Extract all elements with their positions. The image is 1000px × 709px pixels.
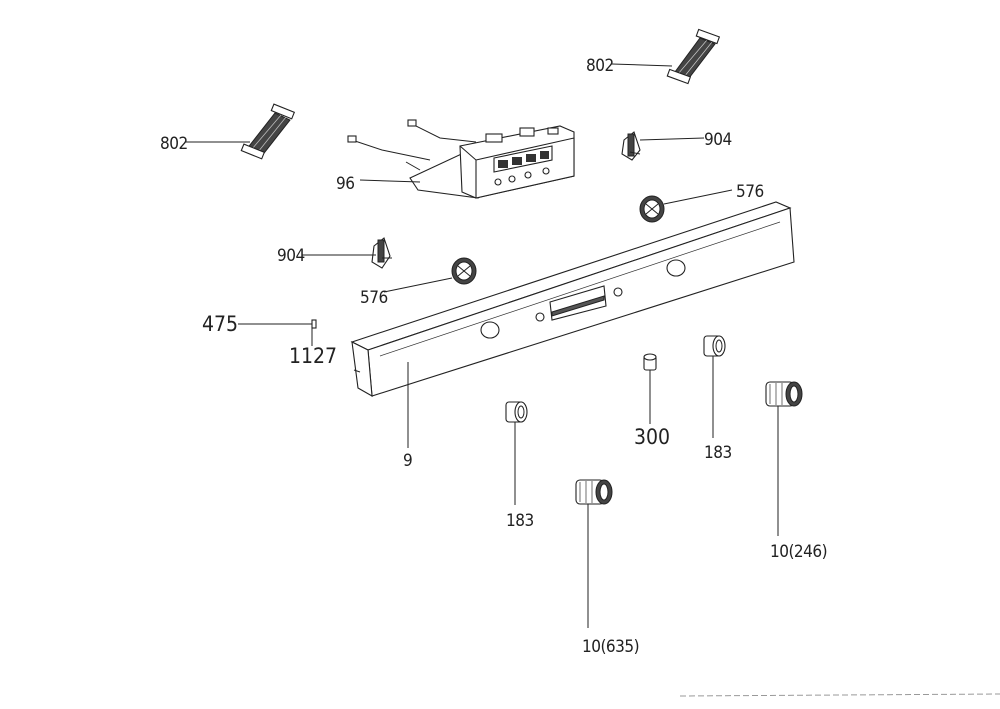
- leader-576-left: [383, 277, 453, 293]
- ring-right: [703, 335, 726, 357]
- ribbon-cable-top-right: [666, 28, 721, 85]
- leader-576-right: [663, 189, 733, 205]
- leader-802-top: [611, 63, 673, 67]
- leader-96: [359, 179, 421, 183]
- callout-183-left: 183: [506, 511, 534, 531]
- callout-300: 300: [634, 425, 670, 449]
- callout-904-right: 904: [704, 130, 732, 150]
- knob-right: [765, 381, 803, 407]
- leader-904-right: [639, 137, 705, 141]
- knob-left: [575, 479, 613, 505]
- callout-1127: 1127: [289, 344, 337, 368]
- callout-96: 96: [336, 174, 354, 194]
- push-button: [643, 353, 657, 371]
- clip-left: [371, 237, 392, 269]
- callout-475: 475: [202, 312, 238, 336]
- screw: [302, 319, 317, 329]
- callout-9: 9: [403, 451, 412, 471]
- callout-802-top: 802: [586, 56, 614, 76]
- callout-10-246: 10(246): [770, 542, 827, 562]
- clip-right: [621, 131, 641, 161]
- callout-576-left: 576: [360, 288, 388, 308]
- callout-10-635: 10(635): [582, 637, 639, 657]
- callout-904-left: 904: [277, 246, 305, 266]
- control-module: [347, 119, 575, 199]
- knob-bezel-left: [451, 257, 477, 285]
- ring-left: [505, 401, 528, 423]
- ribbon-cable-left: [240, 103, 296, 160]
- scan-edge: [679, 693, 1000, 697]
- knob-bezel-right: [639, 195, 665, 223]
- control-panel: [350, 201, 795, 397]
- callout-183-right: 183: [704, 443, 732, 463]
- callout-576-right: 576: [736, 182, 764, 202]
- callout-802-left: 802: [160, 134, 188, 154]
